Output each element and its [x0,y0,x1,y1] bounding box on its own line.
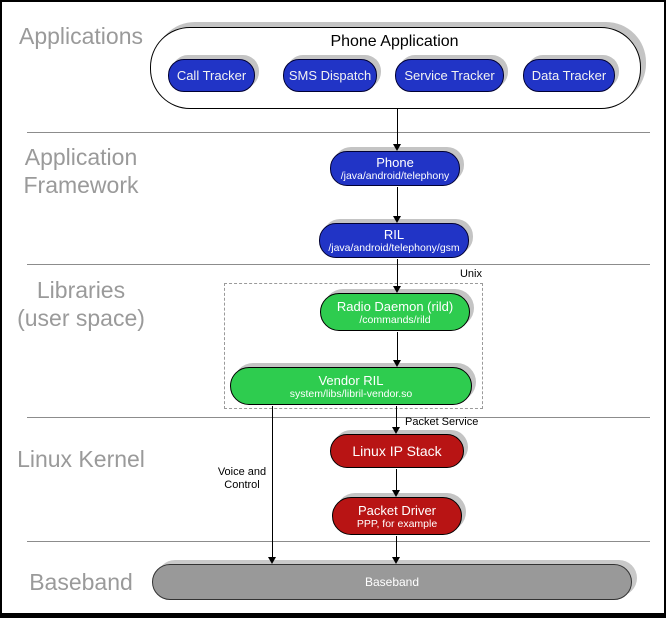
section-divider [27,264,650,265]
node-call-tracker: Call Tracker [168,59,255,92]
section-label-text: Framework [23,172,139,198]
node-linux-ip-stack: Linux IP Stack [330,434,464,468]
node-vendor-ril: Vendor RIL system/libs/libril-vendor.so [230,367,472,405]
arrow-phone-to-ril [393,187,402,223]
arrow-ril-to-radio-daemon [393,259,402,293]
arrow-vendor-ril-to-baseband-voice-control [268,406,277,564]
node-subtitle: /java/android/telephony [340,170,450,182]
section-label-text: Linux Kernel [17,446,145,472]
node-label: Data Tracker [531,68,607,83]
node-subtitle: /java/android/telephony/gsm [328,242,460,254]
arrow-linux-ip-stack-to-packet-driver [392,469,401,497]
section-label-linux-kernel: Linux Kernel [2,445,160,473]
packet-service-label: Packet Service [405,416,479,428]
node-title: Linux IP Stack [352,442,442,459]
section-label-applications: Applications [2,22,160,50]
section-divider [27,541,650,542]
phone-application-title: Phone Application [330,33,459,50]
node-service-tracker: Service Tracker [395,59,504,92]
unix-label: Unix [459,268,482,280]
node-title: Packet Driver [357,502,437,518]
node-title: Vendor RIL [318,372,384,388]
section-label-application-framework: Application Framework [2,143,160,199]
section-label-baseband: Baseband [2,568,160,596]
voice-and-control-label: Voice and Control [207,466,277,492]
node-packet-driver: Packet Driver PPP, for example [332,497,462,535]
node-subtitle: PPP, for example [356,517,438,530]
unix-dashed-container [224,283,483,409]
node-sms-dispatch: SMS Dispatch [283,59,377,92]
voice-and-control-line1: Voice and [217,466,267,478]
section-label-text: Application [24,144,138,170]
node-label: Service Tracker [404,68,495,83]
arrow-packet-driver-to-baseband [392,536,401,564]
section-label-libraries: Libraries (user space) [2,276,160,332]
node-phone: Phone /java/android/telephony [330,151,460,186]
node-label: Call Tracker [176,68,247,83]
node-data-tracker: Data Tracker [523,59,615,92]
arrow-radio-daemon-to-vendor-ril [393,332,402,367]
section-divider [27,132,650,133]
node-title: Phone [376,155,414,170]
node-subtitle: /commands/rild [359,313,431,326]
node-label: SMS Dispatch [288,68,372,83]
section-divider [27,417,650,418]
node-radio-daemon: Radio Daemon (rild) /commands/rild [320,293,470,331]
section-label-text: Libraries [36,277,126,303]
arrow-group-to-phone [393,108,402,151]
section-label-text: Applications [18,23,144,49]
voice-and-control-line2: Control [224,479,260,491]
node-title: RIL [383,227,405,242]
section-label-text: (user space) [17,305,145,331]
node-subtitle: system/libs/libril-vendor.so [289,387,413,400]
section-label-text: Baseband [29,569,133,595]
node-ril: RIL /java/android/telephony/gsm [319,223,469,258]
node-baseband: Baseband [152,564,632,600]
arrow-vendor-ril-to-linux-ip-stack [392,406,401,434]
node-title: Baseband [364,574,420,589]
node-title: Radio Daemon (rild) [336,298,454,314]
